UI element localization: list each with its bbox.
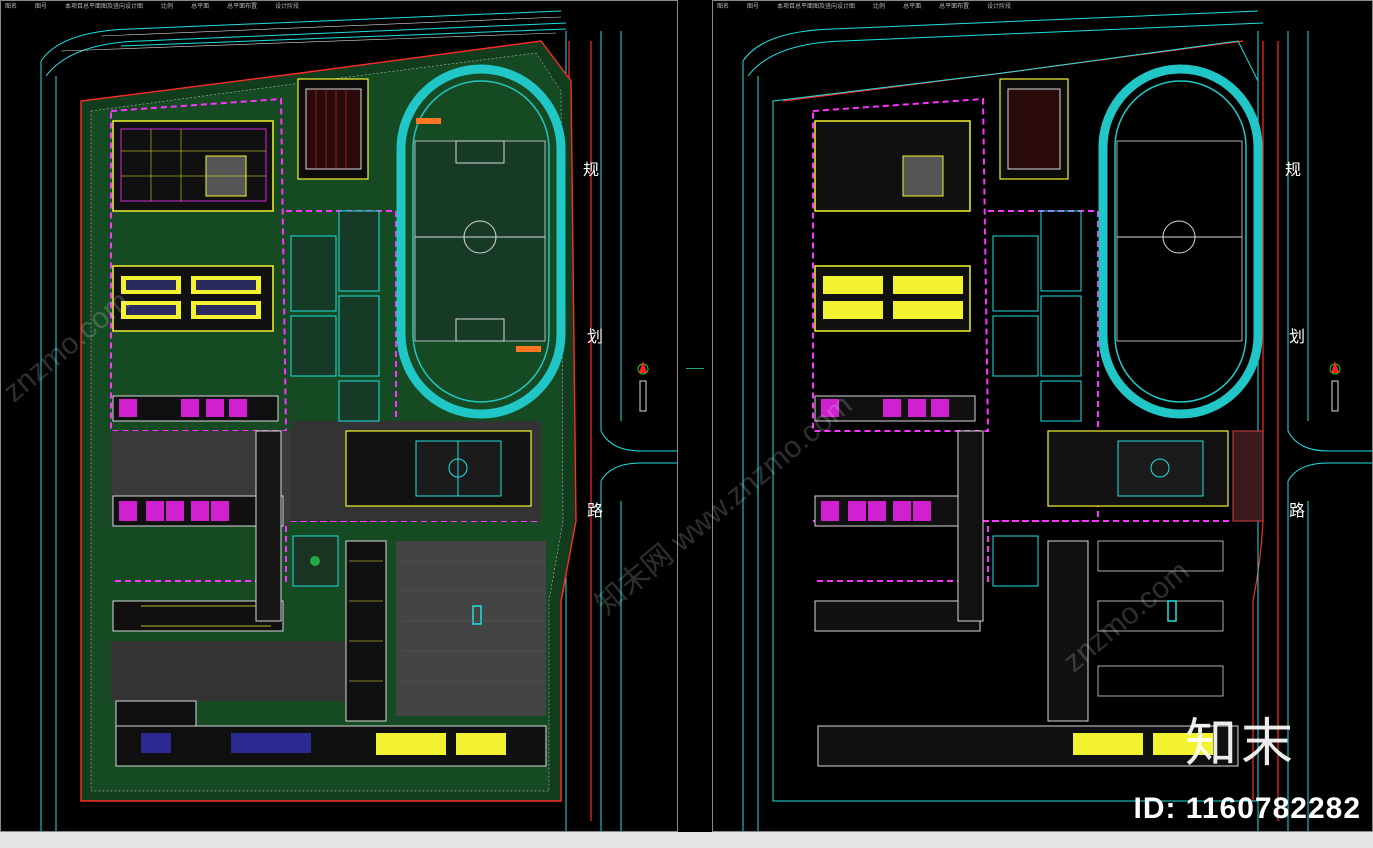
header-cell: 图号: [35, 3, 48, 10]
splitter-handle[interactable]: [686, 368, 704, 369]
header-cell: 设计阶段: [987, 3, 1012, 10]
header-cell: 总平面布置: [227, 3, 258, 10]
header-cell: 设计阶段: [275, 3, 300, 10]
header-cell: 比例: [161, 3, 174, 10]
site-plan-drawing-right: [742, 10, 1372, 831]
watermark-logo: 知末: [1184, 714, 1297, 774]
watermark-id: ID: 1160782282: [1133, 792, 1361, 825]
title-block-strip-right: 图名 图号 本项目总平面图及竖向设计图 比例 总平面 总平面布置 设计阶段: [713, 1, 1011, 10]
road-label-char: 规: [583, 160, 600, 179]
header-cell: 图号: [747, 3, 760, 10]
header-cell: 总平面: [191, 3, 210, 10]
header-cell: 总平面: [903, 3, 922, 10]
site-plan-drawing-left: [40, 10, 677, 831]
header-cell: 本项目总平面图及竖向设计图: [65, 3, 144, 10]
viewport-splitter[interactable]: [678, 0, 712, 832]
header-cell: 比例: [873, 3, 886, 10]
road-label-char: 划: [587, 327, 604, 346]
header-cell: 本项目总平面图及竖向设计图: [777, 3, 856, 10]
road-label-char: 路: [1289, 501, 1306, 520]
cad-viewport-left[interactable]: 图名 图号 本项目总平面图及竖向设计图 比例 总平面 总平面布置 设计阶段: [0, 0, 678, 832]
header-cell: 图名: [5, 3, 18, 10]
bottom-bar: [0, 832, 1373, 848]
header-cell: 总平面布置: [939, 3, 970, 10]
road-label-char: 划: [1289, 327, 1306, 346]
cad-viewport-right[interactable]: 图名 图号 本项目总平面图及竖向设计图 比例 总平面 总平面布置 设计阶段: [712, 0, 1373, 832]
road-label-char: 规: [1285, 160, 1302, 179]
road-label-char: 路: [587, 501, 604, 520]
title-block-strip-left: 图名 图号 本项目总平面图及竖向设计图 比例 总平面 总平面布置 设计阶段: [1, 1, 299, 10]
header-cell: 图名: [717, 3, 730, 10]
